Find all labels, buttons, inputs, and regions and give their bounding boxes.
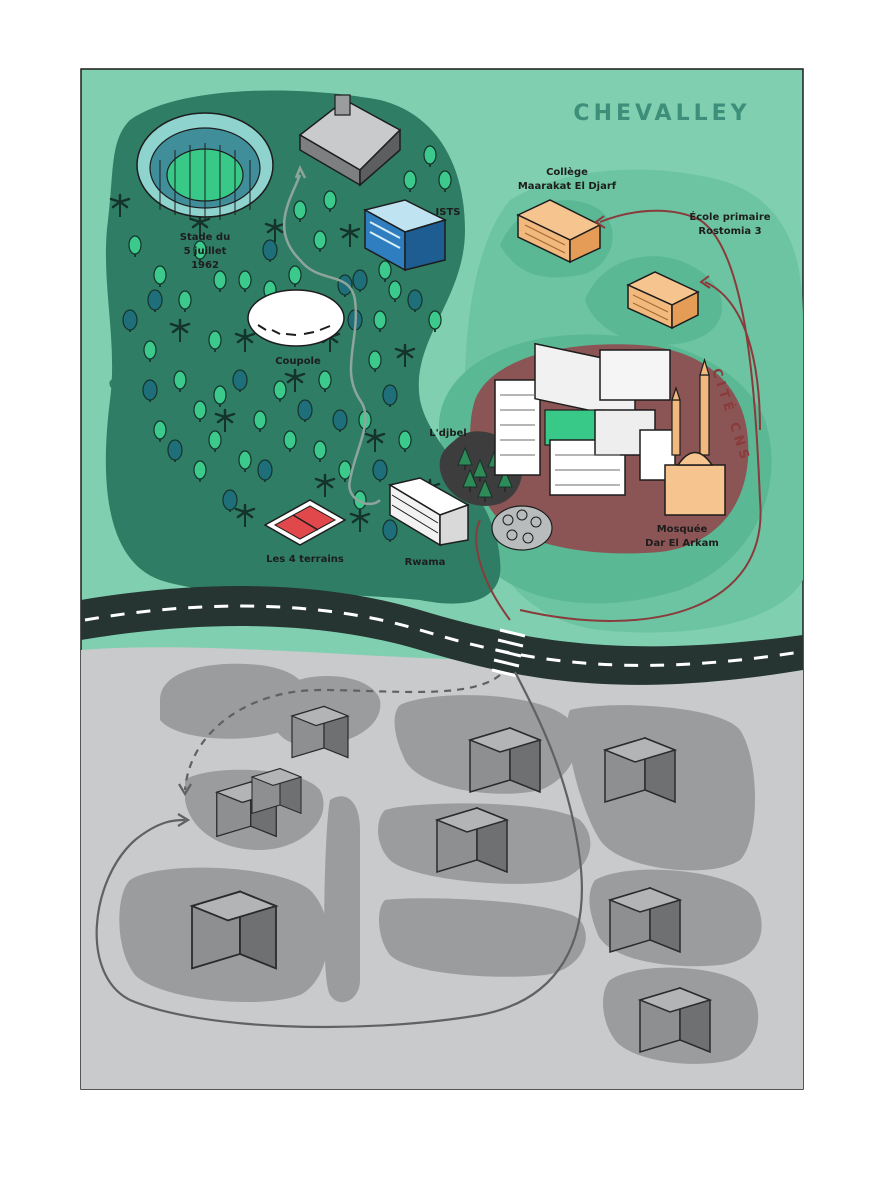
route-east bbox=[519, 209, 762, 622]
label-mosquee-1: Mosquée bbox=[657, 523, 708, 535]
park-arrow bbox=[294, 164, 307, 179]
label-ecole-2: Rostomia 3 bbox=[698, 226, 761, 237]
ists-building bbox=[362, 199, 448, 272]
label-ecole-1: École primaire bbox=[689, 210, 770, 223]
label-djbel: L'djbel bbox=[429, 428, 466, 439]
college-building bbox=[516, 199, 602, 264]
main-road bbox=[81, 586, 803, 685]
label-mosquee-2: Dar El Arkam bbox=[645, 538, 719, 549]
map-title: CHEVALLEY bbox=[573, 101, 750, 126]
cns-blocks bbox=[494, 342, 676, 496]
route-dashed-gray bbox=[183, 674, 501, 791]
park-path bbox=[282, 174, 381, 506]
road-dashes bbox=[84, 604, 801, 667]
label-coupole: Coupole bbox=[275, 356, 321, 367]
route-south-loop bbox=[95, 671, 583, 1029]
stadium bbox=[136, 112, 274, 220]
terrains-court bbox=[263, 499, 347, 546]
crosswalk bbox=[491, 628, 526, 678]
label-college-2: Maarakat El Djarf bbox=[518, 181, 617, 192]
mosque-building bbox=[664, 357, 726, 516]
rock-cluster bbox=[491, 505, 553, 551]
label-stade-3: 1962 bbox=[191, 260, 219, 271]
rwama-building bbox=[388, 477, 470, 547]
label-ists: ISTS bbox=[436, 207, 461, 218]
coupole-building bbox=[247, 289, 345, 347]
route-ecole bbox=[704, 281, 761, 431]
route-to-college bbox=[475, 519, 511, 621]
label-stade-1: Stade du bbox=[180, 232, 230, 243]
arena-building bbox=[298, 94, 402, 187]
ecole-building bbox=[626, 271, 700, 330]
label-terrains: Les 4 terrains bbox=[266, 554, 344, 565]
label-stade-2: 5 juillet bbox=[184, 246, 227, 257]
label-college-1: Collège bbox=[546, 166, 588, 178]
label-rwama: Rwama bbox=[405, 557, 446, 568]
